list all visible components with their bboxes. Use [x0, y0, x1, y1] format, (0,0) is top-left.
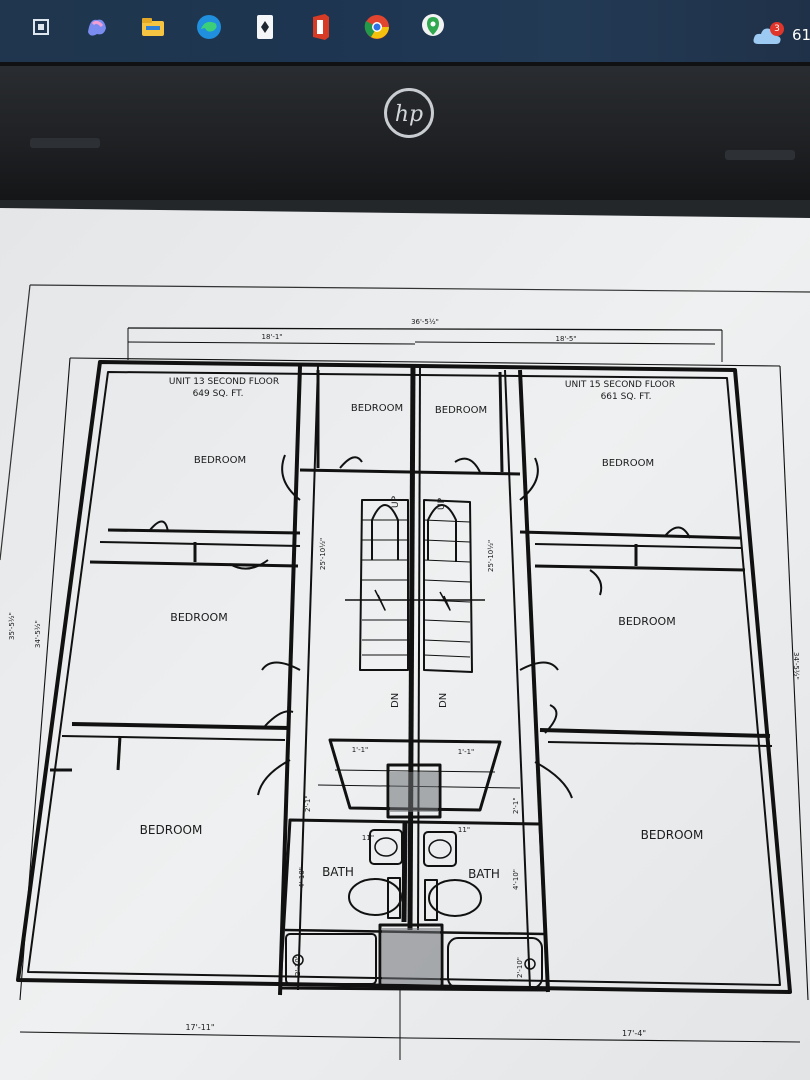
- unit-15-area: 661 SQ. FT.: [601, 392, 652, 402]
- paper-sheet: [0, 208, 810, 1080]
- office-icon[interactable]: [306, 12, 336, 42]
- dim-bath-right: 4'-10": [512, 869, 520, 890]
- stair-down-left: DN: [390, 693, 401, 708]
- dim-bottom-left: 17'-11": [185, 1023, 214, 1032]
- room-bedroom-6: BEDROOM: [618, 615, 675, 628]
- hp-logo: hp: [384, 88, 434, 138]
- unit-13-title: UNIT 13 SECOND FLOOR: [169, 377, 279, 387]
- dim-left-width: 18'-1": [261, 333, 282, 341]
- file-explorer-icon[interactable]: [138, 12, 168, 42]
- maps-icon[interactable]: [418, 12, 448, 42]
- room-bath-left: BATH: [322, 865, 354, 879]
- solitaire-icon[interactable]: [250, 12, 280, 42]
- dim-stair-left: 25'-10½": [319, 538, 327, 570]
- room-bedroom-3: BEDROOM: [435, 405, 487, 416]
- room-bedroom-1: BEDROOM: [194, 455, 246, 466]
- temperature-text: 61: [792, 26, 810, 44]
- dim-landing-right: 1'-1": [458, 748, 475, 756]
- floor-plan-drawing: 36'-5½" 18'-1" 18'-5" UNIT 13 SECOND FLO…: [0, 200, 810, 1080]
- dim-wc-right: 11": [458, 826, 470, 834]
- dim-depth-left: 34'-5½": [34, 620, 42, 648]
- edge-icon[interactable]: [194, 12, 224, 42]
- dim-tub-left: 2'-10": [294, 955, 302, 976]
- dim-landing-left: 1'-1": [352, 746, 369, 754]
- dim-bottom-right: 17'-4": [622, 1029, 646, 1038]
- dim-depth-outer: 35'-5½": [8, 612, 16, 640]
- stair-down-right: DN: [438, 693, 449, 708]
- chrome-icon[interactable]: [362, 12, 392, 42]
- taskview-icon[interactable]: [26, 12, 56, 42]
- unit-15-title: UNIT 15 SECOND FLOOR: [565, 380, 675, 390]
- floor-plan-paper: 36'-5½" 18'-1" 18'-5" UNIT 13 SECOND FLO…: [0, 200, 810, 1080]
- dim-tub-right: 2'-10": [516, 957, 524, 978]
- dim-hall-right: 2'-1": [512, 797, 520, 814]
- dim-bath-left: 4'-10": [298, 867, 306, 888]
- hp-logo-text: hp: [395, 102, 423, 127]
- dim-depth-right: 34'-5½": [792, 652, 800, 680]
- unit-13-area: 649 SQ. FT.: [193, 389, 244, 399]
- room-bath-right: BATH: [468, 867, 500, 881]
- dim-wc-left: 11": [362, 834, 374, 842]
- notification-badge: 3: [770, 22, 784, 36]
- room-bedroom-8: BEDROOM: [641, 828, 704, 842]
- taskbar: 3 61: [0, 0, 810, 62]
- stair-up-left: UP: [391, 495, 401, 508]
- dim-overall-width: 36'-5½": [411, 318, 439, 326]
- copilot-icon[interactable]: [82, 12, 112, 42]
- room-bedroom-7: BEDROOM: [140, 823, 203, 837]
- room-bedroom-4: BEDROOM: [602, 458, 654, 469]
- dim-hall-left: 2'-1": [304, 795, 312, 812]
- stair-up-right: UP: [437, 497, 447, 510]
- room-bedroom-5: BEDROOM: [170, 611, 227, 624]
- dim-stair-right: 25'-10½": [487, 540, 495, 572]
- room-bedroom-2: BEDROOM: [351, 403, 403, 414]
- dim-right-width: 18'-5": [555, 335, 576, 343]
